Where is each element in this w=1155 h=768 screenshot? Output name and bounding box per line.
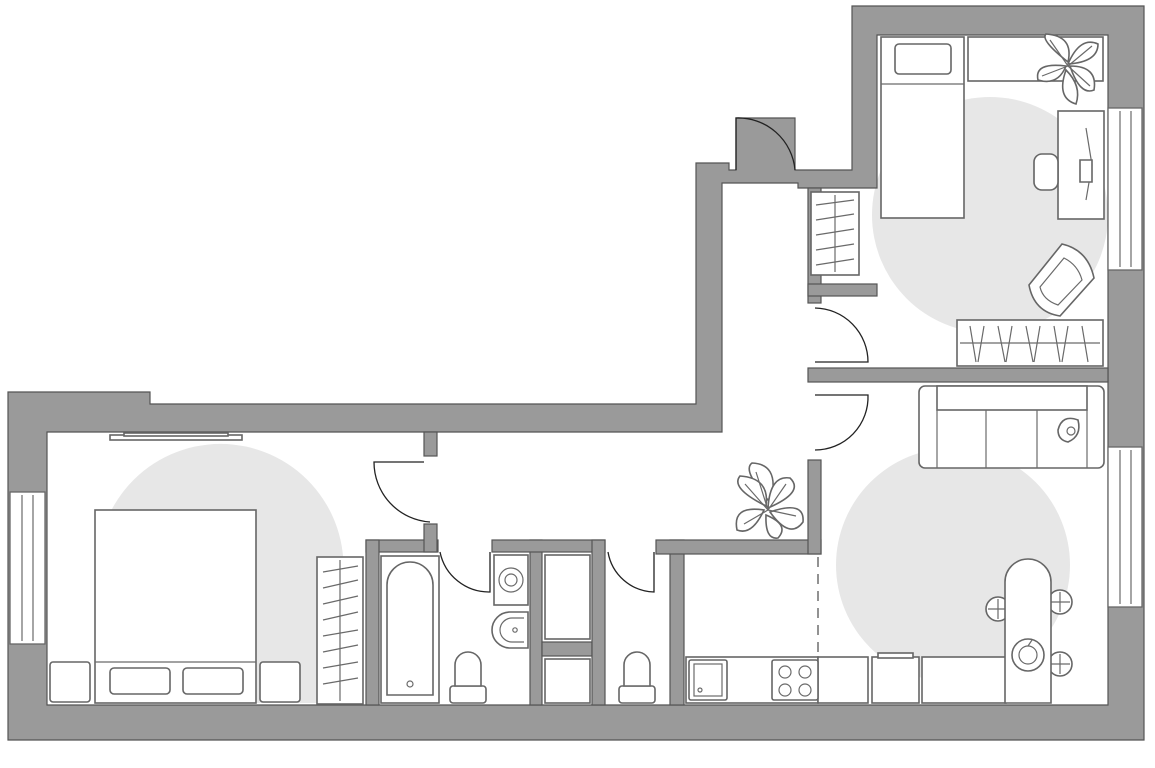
room-hallway [735,462,804,539]
window-study [1107,107,1143,271]
wall-closet-mid [541,641,593,657]
bookshelf-icon [956,319,1104,367]
sofa-icon [918,385,1105,469]
wall-bath-left [365,539,380,706]
bed-icon [880,36,965,219]
desk-icon [1057,110,1105,220]
door-wc [607,551,655,593]
door-study [814,307,869,363]
radiator-bedroom [109,432,243,441]
wall-closet-top [491,539,606,553]
wall-closet-right [591,539,606,706]
toilet-icon [449,651,487,704]
wall-study-closet-b [807,283,878,297]
dining-table-icon [985,558,1073,704]
bed-icon [94,509,257,704]
wall-wc-right [669,539,685,706]
wall-kitchen-top [655,539,822,555]
room-kitchen-living [685,385,1105,704]
plant-icon [1036,33,1099,105]
wall-kitchen-v [807,459,822,555]
armchair-icon [1028,243,1095,317]
doors [373,117,869,593]
wall-bath-mid [529,539,543,706]
walls [7,5,1145,741]
room-bathroom [380,554,529,704]
room-bedroom [49,509,364,705]
room-wc [618,651,656,704]
wall-hall-stub-2 [423,523,438,553]
chair-icon [1033,153,1059,191]
door-entrance [735,117,796,171]
plant-icon [735,462,804,539]
window-living [1107,446,1143,608]
stove-icon [771,659,819,701]
washing-machine-icon [493,554,529,606]
window-bedroom [9,491,46,645]
wall-hall-stub [423,431,438,457]
toilet-icon [618,651,656,704]
nightstand-left [49,661,91,703]
storage-closet [544,554,591,704]
kitchen-counter [685,652,1007,704]
nightstand-right [259,661,301,703]
room-study [810,33,1105,367]
wardrobe-icon [810,191,860,276]
sink-icon [688,659,728,701]
bathtub-icon [380,555,440,704]
sink-icon [491,611,529,649]
door-bedroom [373,461,431,523]
door-bathroom [439,551,491,593]
wardrobe-icon [316,556,364,705]
door-living [814,394,869,451]
windows [9,107,1143,645]
wall-study-bottom [807,367,1109,383]
